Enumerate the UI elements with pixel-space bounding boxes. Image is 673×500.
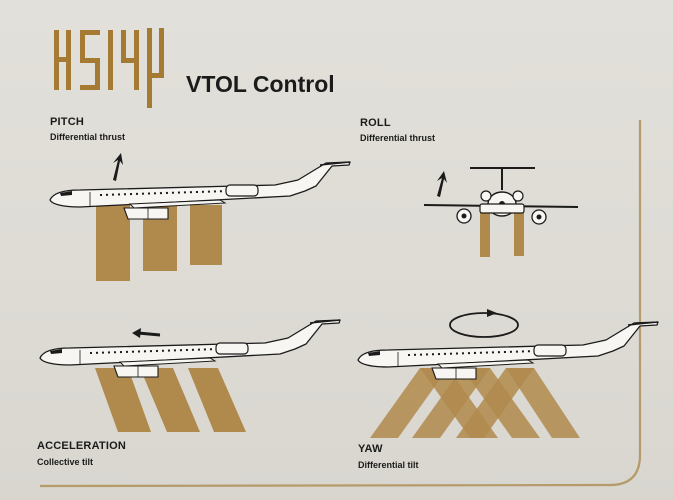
- acceleration-thrust-columns: [95, 368, 246, 432]
- arrow-up-icon: [437, 171, 447, 197]
- acceleration-label: ACCELERATION: [37, 440, 126, 452]
- rotation-ellipse-icon: [449, 309, 519, 338]
- page-title: VTOL Control: [186, 71, 335, 97]
- hsiyi-logo: [54, 28, 164, 108]
- yaw-label: YAW: [358, 443, 383, 455]
- roll-thrust-columns: [480, 212, 524, 257]
- yaw-caption: Differential tilt: [358, 460, 419, 470]
- roll-label: ROLL: [360, 117, 391, 129]
- arrow-left-icon: [132, 328, 161, 338]
- acceleration-caption: Collective tilt: [37, 457, 94, 467]
- aircraft-front-icon: [423, 167, 579, 225]
- yaw-thrust-columns: [370, 368, 580, 438]
- frame-border: [39, 120, 642, 488]
- roll-caption: Differential thrust: [360, 133, 436, 143]
- arrow-up-icon: [113, 153, 123, 181]
- pitch-label: PITCH: [50, 116, 84, 128]
- pitch-caption: Differential thrust: [50, 132, 126, 142]
- pitch-thrust-columns: [96, 205, 222, 281]
